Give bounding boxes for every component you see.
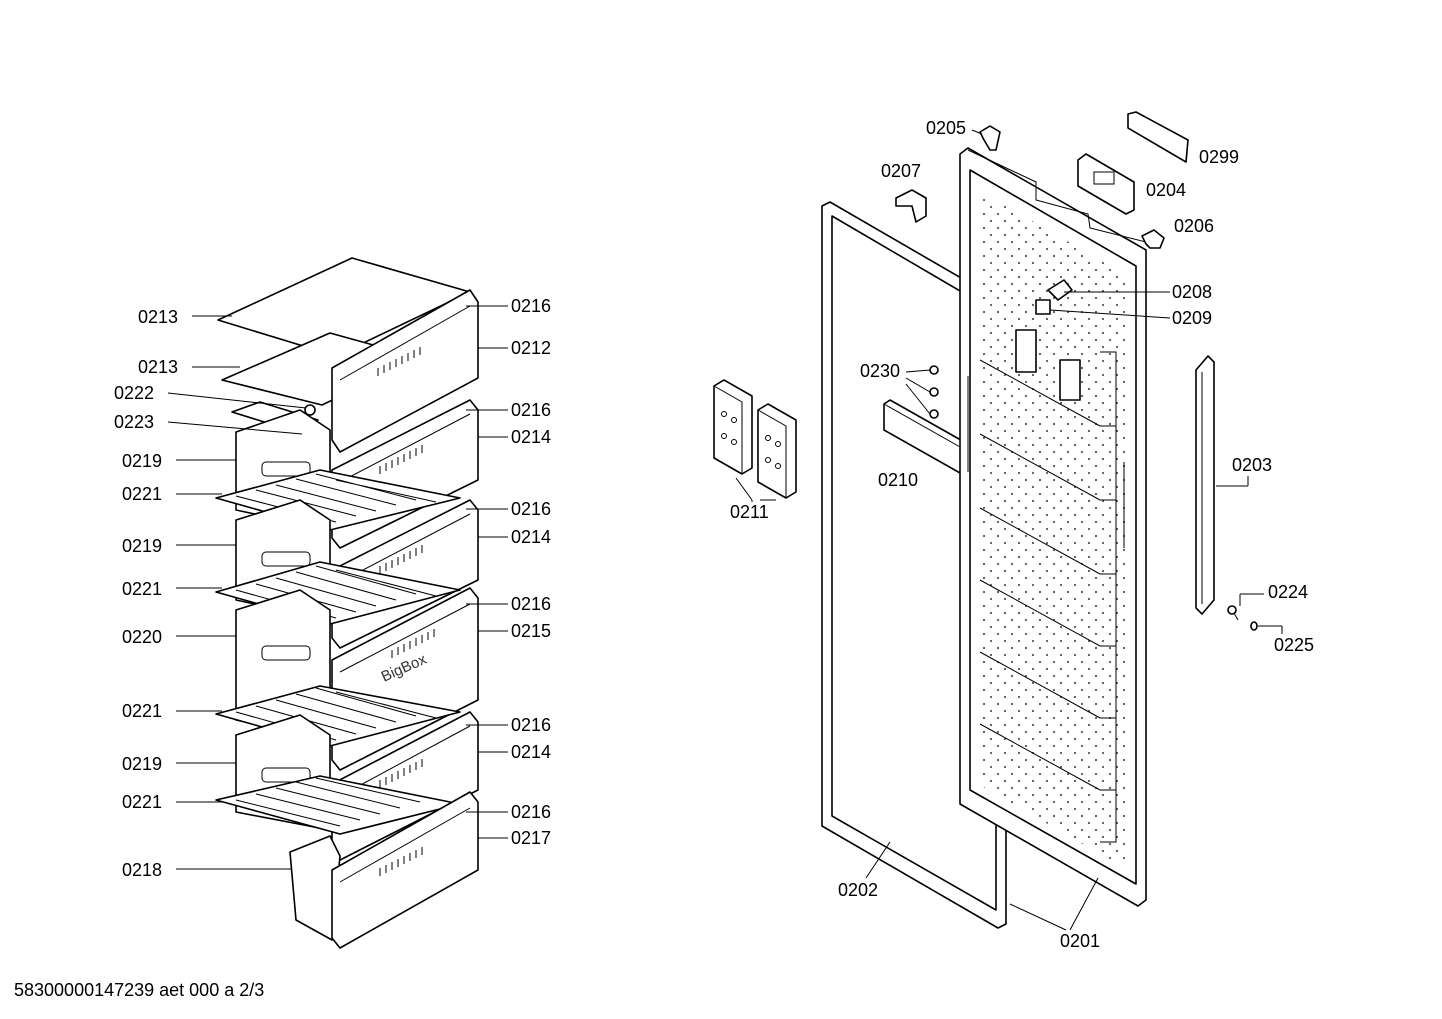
label-0221-b: 0221 — [122, 579, 162, 599]
label-0216-b: 0216 — [511, 400, 551, 420]
label-0213-a: 0213 — [138, 307, 178, 327]
label-0212: 0212 — [511, 338, 551, 358]
label-0205: 0205 — [926, 118, 966, 138]
flap-grille — [377, 347, 421, 376]
label-0216-a: 0216 — [511, 296, 551, 316]
document-id-footer: 58300000147239 aet 000 a 2/3 — [14, 980, 265, 1000]
label-0216-c: 0216 — [511, 499, 551, 519]
label-0224: 0224 — [1268, 582, 1308, 602]
label-0299: 0299 — [1199, 147, 1239, 167]
label-0221-d: 0221 — [122, 792, 162, 812]
label-0222: 0222 — [114, 383, 154, 403]
label-0216-e: 0216 — [511, 715, 551, 735]
fixings-0224-0225 — [1227, 593, 1283, 634]
label-0210: 0210 — [878, 470, 918, 490]
label-0201: 0201 — [1060, 931, 1100, 951]
screws-0230 — [905, 365, 939, 419]
label-0209: 0209 — [1172, 308, 1212, 328]
part-0209 — [1035, 299, 1051, 315]
door-0201 — [959, 147, 1147, 931]
label-0215: 0215 — [511, 621, 551, 641]
label-0213-b: 0213 — [138, 357, 178, 377]
part-0222 — [304, 404, 316, 416]
flap-front-0212 — [331, 289, 479, 453]
label-0218: 0218 — [122, 860, 162, 880]
label-0206: 0206 — [1174, 216, 1214, 236]
label-0221-c: 0221 — [122, 701, 162, 721]
drawer-stack: BigBox — [215, 257, 479, 949]
label-0214-a: 0214 — [511, 427, 551, 447]
label-0207: 0207 — [881, 161, 921, 181]
right-leaders — [466, 305, 508, 839]
left-leaders — [167, 315, 307, 870]
part-0206 — [1141, 229, 1165, 249]
bar-0203 — [1195, 355, 1249, 615]
label-0214-c: 0214 — [511, 742, 551, 762]
part-0205 — [979, 125, 1001, 151]
label-0223: 0223 — [114, 412, 154, 432]
door-top-parts — [895, 111, 1189, 319]
label-0203: 0203 — [1232, 455, 1272, 475]
ice-packs-0211 — [713, 379, 797, 502]
label-0217: 0217 — [511, 828, 551, 848]
drawer-bottom — [289, 791, 479, 949]
label-0214-b: 0214 — [511, 527, 551, 547]
label-0216-f: 0216 — [511, 802, 551, 822]
label-0202: 0202 — [838, 880, 878, 900]
label-0208: 0208 — [1172, 282, 1212, 302]
label-0219-c: 0219 — [122, 754, 162, 774]
label-0216-d: 0216 — [511, 594, 551, 614]
label-0221-a: 0221 — [122, 484, 162, 504]
label-0225: 0225 — [1274, 635, 1314, 655]
label-0219-b: 0219 — [122, 536, 162, 556]
part-0299 — [1127, 111, 1189, 163]
label-0220: 0220 — [122, 627, 162, 647]
part-0208 — [1047, 279, 1073, 301]
label-0230: 0230 — [860, 361, 900, 381]
part-0207 — [895, 189, 927, 223]
part-number-labels: 0213 0213 0222 0223 0219 0221 0219 0221 … — [114, 118, 1314, 951]
label-0211: 0211 — [730, 502, 769, 522]
label-0204: 0204 — [1146, 180, 1186, 200]
label-0219-a: 0219 — [122, 451, 162, 471]
